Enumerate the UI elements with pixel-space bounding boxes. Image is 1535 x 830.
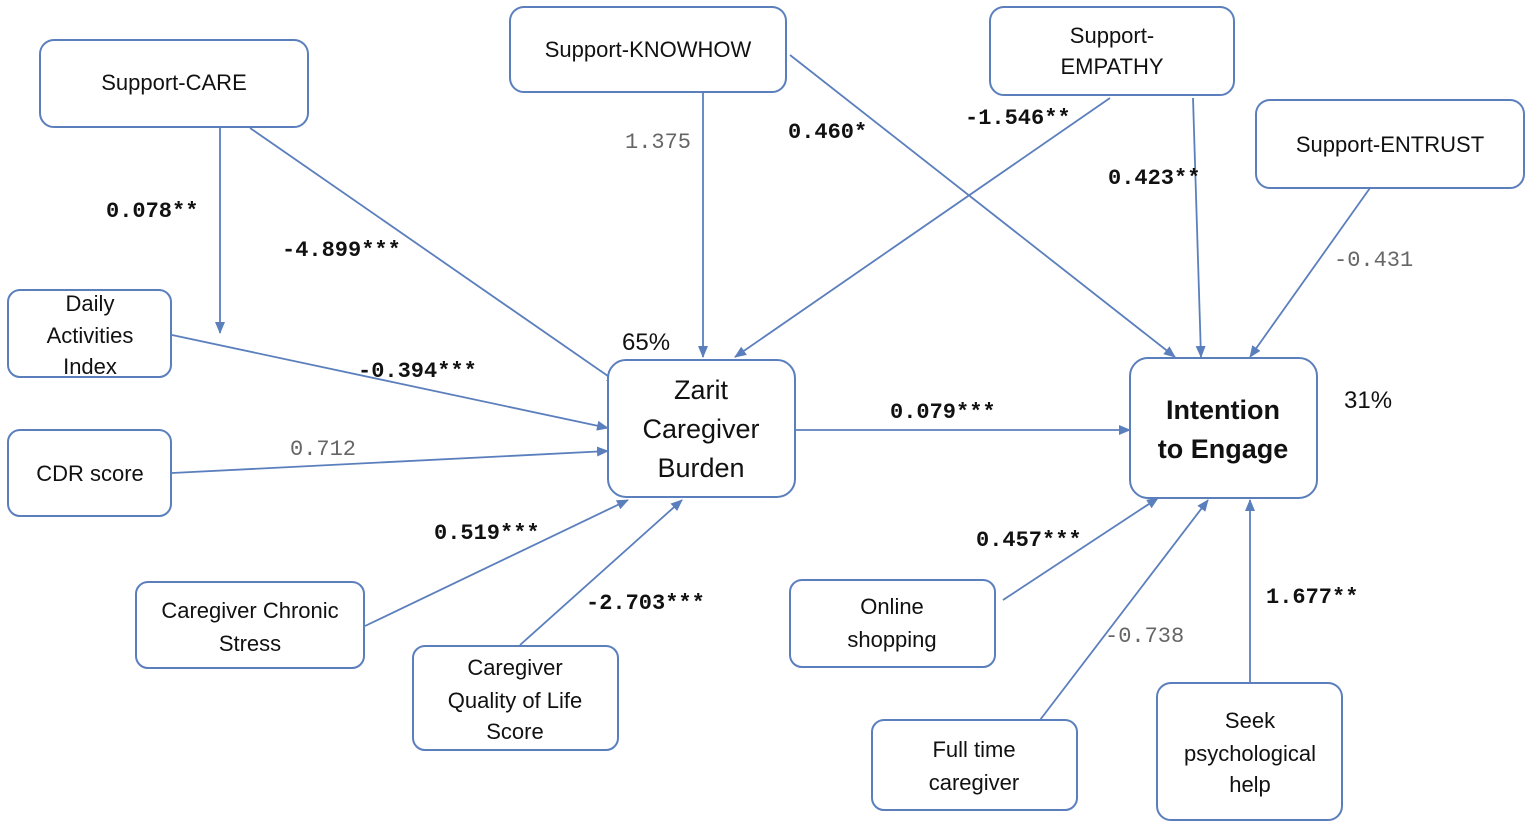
node-full-time-line1: Full time [932,737,1015,762]
node-zarit-line1: Zarit [674,375,728,405]
node-online-shopping-line1: Online [860,594,924,619]
coef-stress-to-zarit: 0.519*** [434,521,540,546]
node-support-empathy-line1: Support- [1070,23,1154,48]
node-zarit-burden: Zarit Caregiver Burden [607,359,796,498]
coef-knowhow-to-intention: 0.460* [788,120,867,145]
coef-online-to-intention: 0.457*** [976,528,1082,553]
node-daily-activities-line2: Activities [47,323,134,348]
node-support-empathy: Support- EMPATHY [989,6,1235,96]
edge-knowhow-to-intention [789,54,1176,358]
node-support-entrust: Support-ENTRUST [1255,99,1525,189]
node-seek-help-line1: Seek [1225,708,1276,733]
edge-qol-to-zarit [519,499,683,646]
node-daily-activities: Daily Activities Index [7,289,172,379]
coef-seek-to-intention: 1.677** [1266,585,1358,610]
node-online-shopping-line2: shopping [847,627,936,652]
edge-empathy-to-zarit [734,97,1111,358]
node-chronic-stress-line1: Caregiver Chronic [161,598,338,623]
node-daily-activities-line3: Index [63,354,117,379]
node-chronic-stress: Caregiver Chronic Stress [135,581,365,669]
coef-care-moderation: 0.078** [106,199,198,224]
node-support-knowhow-label: Support-KNOWHOW [545,37,752,62]
node-cdr-score-label: CDR score [36,461,144,486]
node-chronic-stress-line2: Stress [219,631,281,656]
node-zarit-line2: Caregiver [642,414,759,444]
node-zarit-line3: Burden [657,453,744,483]
node-support-care: Support-CARE [39,39,309,128]
node-cdr-score: CDR score [7,429,172,517]
node-intention-line1: Intention [1166,395,1280,425]
node-full-time-caregiver: Full time caregiver [871,719,1078,811]
coefficients: 0.078** -4.899*** 1.375 0.460* -1.546** … [106,106,1413,649]
node-quality-of-life-line3: Score [486,719,543,744]
node-seek-help-line3: help [1229,772,1271,797]
coef-empathy-to-intention: 0.423** [1108,166,1200,191]
edge-entrust-to-intention [1249,187,1371,358]
coef-care-to-zarit: -4.899*** [282,238,401,263]
node-intention-to-engage: Intention to Engage [1129,357,1318,499]
coef-qol-to-zarit: -2.703*** [586,591,705,616]
edge-cdr-to-zarit [171,446,609,474]
node-quality-of-life: Caregiver Quality of Life Score [412,645,619,751]
node-support-knowhow: Support-KNOWHOW [509,6,787,93]
node-seek-help-line2: psychological [1184,741,1316,766]
coef-entrust-to-intention: -0.431 [1334,248,1413,273]
edges [171,54,1371,721]
edge-stress-to-zarit [364,499,629,627]
node-support-care-label: Support-CARE [101,70,247,95]
intention-variance-explained: 31% [1344,387,1392,414]
edge-care-to-zarit [249,127,619,384]
coef-zarit-to-intention: 0.079*** [890,400,996,425]
node-quality-of-life-line1: Caregiver [467,655,562,680]
node-support-empathy-line2: EMPATHY [1060,54,1163,79]
node-intention-line2: to Engage [1158,434,1289,464]
coef-daily-to-zarit: -0.394*** [358,359,477,384]
zarit-variance-explained: 65% [622,329,670,356]
node-full-time-line2: caregiver [929,770,1019,795]
edge-fulltime-to-intention [1039,499,1209,721]
edge-empathy-to-intention [1192,97,1206,358]
coef-fulltime-to-intention: -0.738 [1105,624,1184,649]
node-online-shopping: Online shopping [789,579,996,668]
node-quality-of-life-line2: Quality of Life [448,688,583,713]
node-daily-activities-line1: Daily [66,291,115,316]
edge-online-to-intention [1002,497,1159,601]
coef-empathy-to-zarit: -1.546** [965,106,1071,131]
coef-cdr-to-zarit: 0.712 [290,437,356,462]
edge-daily-to-zarit [171,334,609,431]
node-support-entrust-label: Support-ENTRUST [1296,132,1484,157]
coef-knowhow-to-zarit: 1.375 [625,130,691,155]
node-seek-psychological-help: Seek psychological help [1156,682,1343,821]
